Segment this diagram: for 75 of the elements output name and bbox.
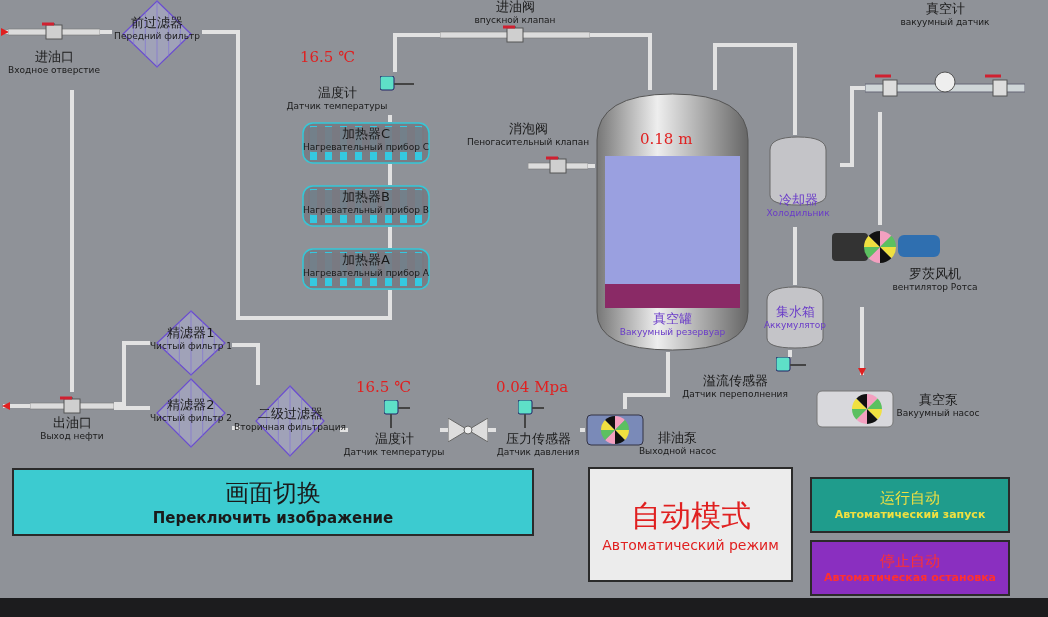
pipe (340, 428, 348, 432)
equipment-label: 溢流传感器 (702, 374, 768, 389)
pipe (793, 227, 797, 285)
pipe (388, 115, 392, 122)
equipment-label-translation: Выход нефти (40, 430, 104, 442)
equipment-label-translation: Вторичная фильтрация (234, 421, 346, 433)
pipe (70, 90, 74, 392)
equipment-label-translation: Датчик давления (496, 446, 580, 458)
equipment-label: 排油泵 (658, 431, 697, 446)
equipment-label-translation: Вакуумный резервуар (619, 326, 726, 338)
equipment-label-translation: Датчик температуры (343, 446, 445, 458)
pipe (388, 227, 392, 248)
equipment-label: 罗茨风机 (909, 267, 961, 282)
equipment-label-translation: Чистый фильтр 2 (149, 412, 233, 424)
equipment-label: 精滤器2 (167, 398, 215, 413)
equipment-label: 真空泵 (918, 393, 958, 408)
pipe (440, 428, 448, 432)
readout-value: 0.18 m (640, 130, 693, 148)
pipe (114, 406, 150, 410)
equipment-label: 消泡阀 (508, 122, 548, 137)
readout-value: 16.5 ℃ (356, 378, 411, 396)
equipment-label-translation: Входное отверстие (8, 64, 100, 76)
equipment-label-translation: Аккумулятор (763, 319, 827, 331)
equipment-label: 温度计 (374, 432, 414, 447)
equipment-label: 精滤器1 (167, 326, 215, 341)
pipe (840, 86, 865, 167)
equipment-label: 进油阀 (495, 0, 535, 15)
equipment-label-translation: Вакуумный насос (896, 407, 980, 419)
equipment-label: 进油口 (34, 50, 74, 65)
equipment-label: 冷却器 (778, 193, 818, 208)
pipe (878, 112, 882, 225)
pipe (588, 164, 595, 168)
equipment-label: 加热器C (341, 127, 391, 142)
equipment-label: 出油口 (52, 416, 92, 431)
equipment-label-translation: вентилятор Ротса (892, 281, 978, 293)
equipment-label: 真空计 (925, 2, 965, 17)
equipment-label: 真空罐 (653, 312, 692, 327)
equipment-label-translation: Пеногасительный клапан (466, 136, 590, 148)
readout-value: 0.04 Mpa (496, 378, 569, 396)
equipment-label-translation: Датчик температуры (286, 100, 388, 112)
pipe (232, 426, 240, 430)
pipe (488, 428, 496, 432)
pipe (388, 164, 392, 185)
equipment-label-translation: Датчик переполнения (682, 388, 788, 400)
pipe (202, 30, 392, 320)
equipment-label: 前过滤器 (131, 16, 183, 31)
mode-indicator: 自动模式 Автоматический режим (588, 467, 793, 582)
pipe (590, 33, 652, 90)
equipment-label-translation: Холодильник (766, 207, 830, 219)
flow-arrow (2, 402, 30, 410)
readout-value: 16.5 ℃ (300, 48, 355, 66)
equipment-label-translation: Чистый фильтр 1 (149, 340, 233, 352)
pipe (232, 343, 260, 385)
auto-start-button: 运行自动 Автоматический запуск (810, 477, 1010, 533)
pipe (713, 43, 797, 135)
pipe (100, 30, 112, 34)
equipment-label-translation: вакуумный датчик (900, 16, 990, 28)
auto-stop-button: 停止自动 Автоматическая остановка (810, 540, 1010, 596)
pipe (788, 350, 792, 357)
flow-arrow (858, 307, 866, 376)
pipe (623, 352, 670, 409)
equipment-label: 集水箱 (775, 305, 815, 320)
equipment-label-translation: Передний фильтр (114, 30, 200, 42)
equipment-label-translation: впускной клапан (474, 14, 556, 26)
equipment-label: 温度计 (317, 86, 357, 101)
flow-arrow (1, 28, 9, 36)
screen-switch-button: 画面切换 Переключить изображение (12, 468, 534, 536)
pipe (393, 33, 440, 72)
pipe (114, 341, 150, 406)
equipment-label: 压力传感器 (505, 432, 571, 447)
equipment-label: 二级过滤器 (257, 407, 323, 422)
equipment-label: 加热器A (342, 253, 390, 268)
equipment-label: 加热器B (342, 190, 390, 205)
equipment-label-translation: Выходной насос (638, 445, 717, 457)
pipe (580, 428, 585, 432)
